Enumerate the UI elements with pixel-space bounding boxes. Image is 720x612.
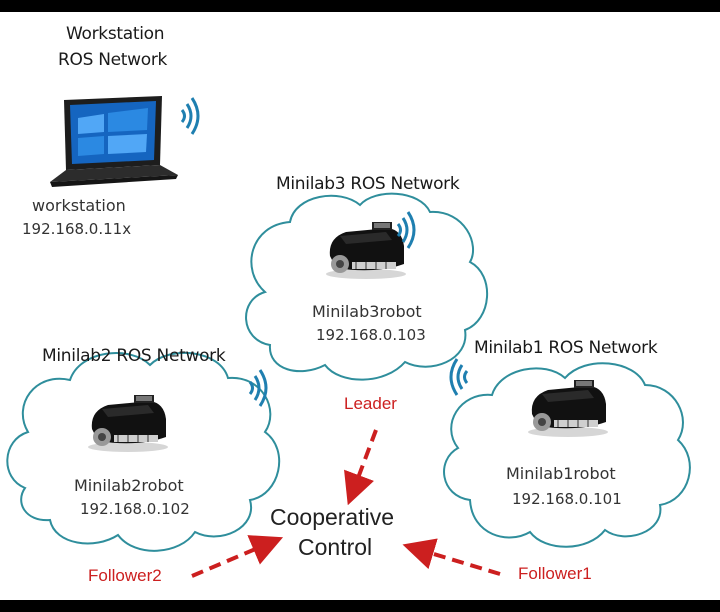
cloud-minilab3 bbox=[245, 192, 489, 381]
cloud-minilab1 bbox=[443, 362, 691, 548]
leader-label: Leader bbox=[344, 394, 397, 413]
arrow-leader bbox=[344, 429, 378, 506]
follower2-label: Follower2 bbox=[88, 566, 162, 585]
cloud-minilab2 bbox=[6, 352, 281, 552]
arrow-follower2 bbox=[191, 535, 284, 578]
cooperative-control-line2: Control bbox=[298, 534, 373, 560]
laptop-icon bbox=[50, 96, 178, 187]
workstation-name: workstation bbox=[32, 196, 126, 215]
workstation-ip: 192.168.0.11x bbox=[22, 220, 132, 238]
minilab3-robot-name: Minilab3robot bbox=[312, 302, 422, 321]
minilab2-ip: 192.168.0.102 bbox=[80, 500, 190, 518]
workstation-network-title-line1: Workstation bbox=[66, 24, 165, 44]
minilab2-robot-name: Minilab2robot bbox=[74, 476, 184, 495]
minilab3-ip: 192.168.0.103 bbox=[316, 326, 426, 344]
workstation-network-title-line2: ROS Network bbox=[58, 50, 168, 70]
minilab1-network-title: Minilab1 ROS Network bbox=[474, 338, 658, 358]
minilab1-ip: 192.168.0.101 bbox=[512, 490, 622, 508]
cooperative-control-line1: Cooperative bbox=[270, 504, 395, 530]
arrow-follower1 bbox=[402, 538, 501, 576]
follower1-label: Follower1 bbox=[518, 564, 592, 583]
minilab3-network-title: Minilab3 ROS Network bbox=[276, 174, 460, 194]
minilab2-network-title: Minilab2 ROS Network bbox=[42, 346, 226, 366]
minilab1-robot-name: Minilab1robot bbox=[506, 464, 616, 483]
